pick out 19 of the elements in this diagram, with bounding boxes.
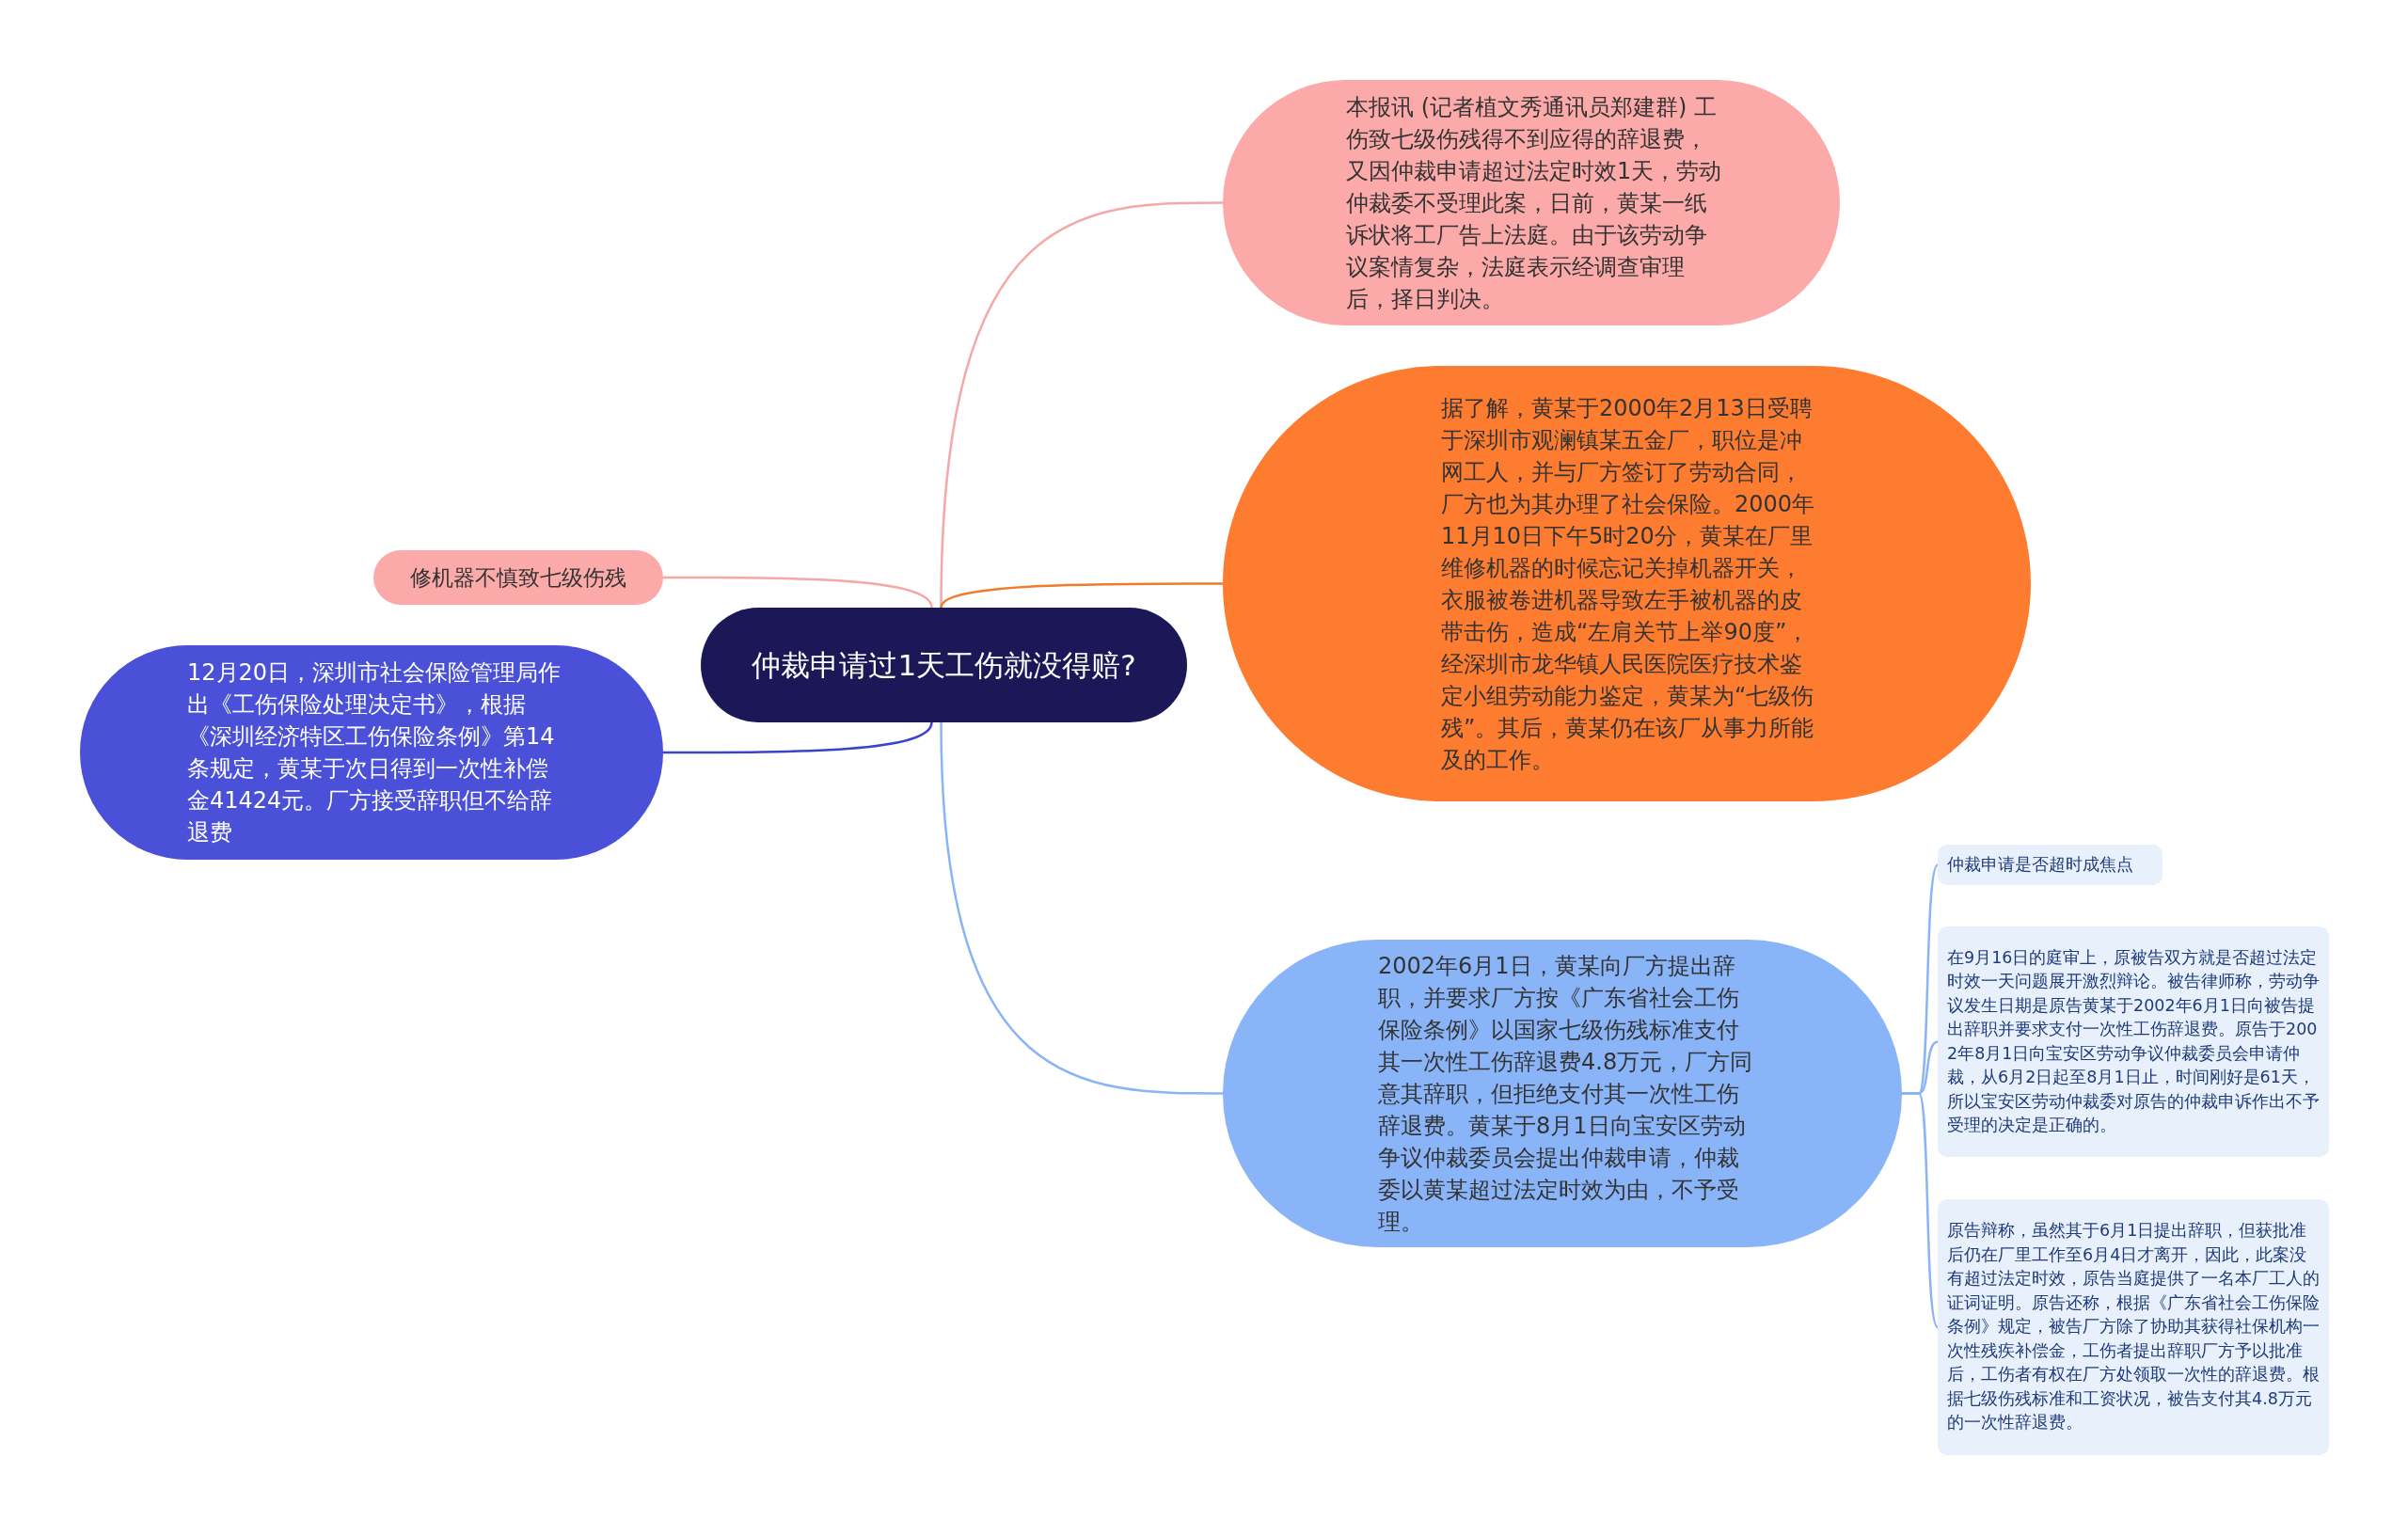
note-card	[1938, 1199, 2329, 1455]
connector-line	[940, 201, 1223, 609]
connector-line	[663, 721, 933, 754]
topic-text: 2002年6月1日，黄某向厂方提出辞职，并要求厂方按《广东省社会工伤保险条例》以国家七级伤残标准支付其一次性工伤辞退费4.8万元，厂方同意其辞职，但拒绝支付其一次性工伤辞退费。黄某于8月1日向宝安区劳动争议仲裁委员会提出仲裁申请，仲裁委以黄某超过法定时效为由，不予受理。	[1378, 951, 1754, 1237]
connector-line	[940, 721, 1223, 1095]
topic-text: 据了解，黄某于2000年2月13日受聘于深圳市观澜镇某五金厂，职位是冲网工人，并与厂方签订了劳动合同，厂方也为其办理了社会保险。2000年11月10日下午5时20分，黄某在厂里维修机器的时候忘记关掉机器开关，衣服被卷进机器导致左手被机器的皮带击伤，造成“左肩关节上举90度”，经深圳市龙华镇人民医院医疗技术鉴定小组劳动能力鉴定，黄某为“七级伤残”。其后，黄某仍在该厂从事力所能及的工作。	[1441, 393, 1816, 775]
topic-text: 本报讯 (记者植文秀通讯员郑建群) 工伤致七级伤残得不到应得的辞退费，又因仲裁申请超过法定时效1天，劳动仲裁委不受理此案，日前，黄某一纸诉状将工厂告上法庭。由于该劳动争议案情复杂，法庭表示经调查审理后，择日判决。	[1346, 92, 1722, 314]
connector-line	[940, 582, 1223, 609]
connector-line	[1902, 1092, 1940, 1328]
note-card	[1938, 926, 2329, 1157]
topic-text: 修机器不慎致七级伤残	[409, 564, 627, 592]
note-card	[1938, 845, 2162, 885]
topic-text: 原告辩称，虽然其于6月1日提出辞职，但获批准后仍在厂里工作至6月4日才离开，因此，此案没有超过法定时效，原告当庭提供了一名本厂工人的证词证明。原告还称，根据《广东省社会工伤保险条例》规定，被告厂方除了协助其获得社保机构一次性残疾补偿金，工伤者提出辞职厂方予以批准后，工伤者有权在厂方处领取一次性的辞退费。根据七级伤残标准和工资状况，被告支付其4.8万元的一次性辞退费。	[1947, 1220, 2321, 1434]
topic-text: 仲裁申请过1天工伤就没得赔?	[751, 647, 1137, 684]
topic-text: 在9月16日的庭审上，原被告双方就是否超过法定时效一天问题展开激烈辩论。被告律师称，劳动争议发生日期是原告黄某于2002年6月1日向被告提出辞职并要求支付一次性工伤辞退费。原告于2002年8月1日向宝安区劳动争议仲裁委员会申请仲裁，从6月2日起至8月1日止，时间刚好是61天，所以宝安区劳动仲裁委对原告的仲裁申诉作出不予受理的决定是正确的。	[1947, 946, 2321, 1136]
topic-text: 仲裁申请是否超时成焦点	[1947, 853, 2134, 876]
topic-pill	[373, 550, 663, 605]
connector-line	[663, 576, 933, 609]
topic-text: 12月20日，深圳市社会保险管理局作出《工伤保险处理决定书》，根据《深圳经济特区工伤保险条例》第14条规定，黄某于次日得到一次性补偿金41424元。厂方接受辞职但不给辞退费	[187, 658, 562, 847]
